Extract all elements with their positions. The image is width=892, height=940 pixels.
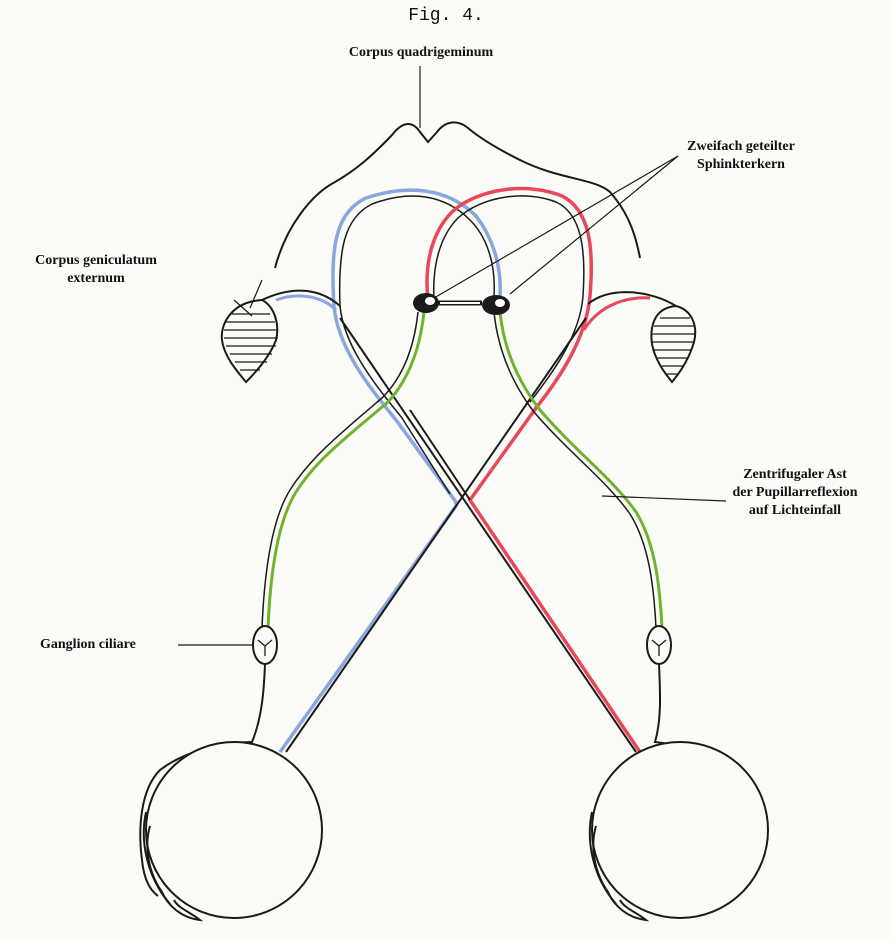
left-eye — [144, 742, 322, 920]
red-pathway — [427, 189, 640, 752]
label-geniculatum-line2: externum — [10, 270, 182, 288]
label-corpus-geniculatum: Corpus geniculatum externum — [10, 252, 182, 288]
label-sphinkterkern-line1: Zweifach geteilter — [636, 138, 846, 156]
label-zentrifugal-line3: auf Lichteinfall — [700, 502, 890, 520]
label-geniculatum-line1: Corpus geniculatum — [10, 252, 182, 270]
right-eye — [590, 742, 768, 920]
green-pathway-left — [262, 312, 424, 628]
label-zentrifugal-line1: Zentrifugaler Ast — [700, 466, 890, 484]
corpus-geniculatum-right — [651, 306, 695, 382]
ganglion-ciliare-right — [647, 626, 671, 664]
label-sphinkterkern: Zweifach geteilter Sphinkterkern — [636, 138, 846, 174]
label-zentrifugal-line2: der Pupillarreflexion — [700, 484, 890, 502]
crossing-pathways — [262, 291, 676, 752]
corpus-geniculatum-left — [222, 300, 278, 382]
sphinkterkern-nuclei — [413, 293, 510, 315]
label-zentrifugaler-ast: Zentrifugaler Ast der Pupillarreflexion … — [700, 466, 890, 520]
label-corpus-quadrigeminum: Corpus quadrigeminum — [298, 44, 544, 62]
corpus-quadrigeminum-outline — [275, 122, 640, 268]
ganglion-ciliare-left — [253, 626, 277, 664]
label-ganglion-ciliare: Ganglion ciliare — [40, 636, 136, 654]
label-sphinkterkern-line2: Sphinkterkern — [636, 156, 846, 174]
red-geniculatum-branch — [584, 298, 650, 330]
